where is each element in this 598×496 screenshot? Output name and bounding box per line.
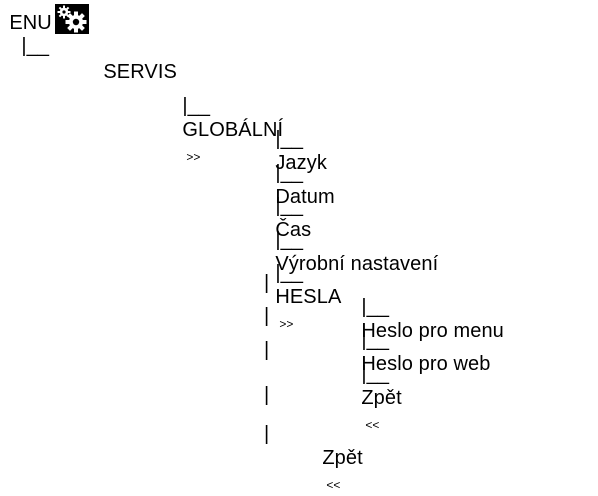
tree-pipe: | (264, 339, 270, 361)
back-arrow-icon: << (326, 478, 341, 492)
tree-connector: |__ (21, 35, 50, 57)
jazyk-label: Jazyk (275, 152, 327, 174)
tree-node-jazyk: |__ Jazyk (264, 103, 327, 175)
expand-arrow-icon: >> (279, 317, 294, 331)
tree-connector: |__ (275, 262, 304, 284)
cas-label: Čas (275, 219, 312, 241)
datum-label: Datum (275, 186, 335, 208)
tree-pipe: | (264, 423, 270, 445)
globalni-label: GLOBÁLNÍ (182, 119, 284, 141)
tree-node-hesla-zpet: |__ Zpět << (350, 338, 402, 436)
tree-node-heslo-pro-menu: |__ Heslo pro menu (350, 271, 504, 343)
tree-node-cas: |__ Čas (264, 170, 311, 242)
tree-connector: |__ (361, 329, 390, 351)
tree-root-label: ENU (0, 0, 52, 35)
tree-pipe: | (264, 305, 270, 327)
tree-connector: |__ (361, 363, 390, 385)
zpet-label: Zpět (361, 387, 402, 409)
tree-node-heslo-pro-web: |__ Heslo pro web (350, 304, 490, 376)
back-arrow-icon: << (365, 418, 380, 432)
expand-arrow-icon: >> (186, 150, 201, 164)
tree-node-vyrobni-nastaveni: |__ Výrobní nastavení (264, 204, 438, 276)
zpet-label: Zpět (322, 447, 363, 469)
tree-node-hesla: |__ HESLA >> (264, 237, 341, 335)
tree-connector: |__ (361, 296, 390, 318)
vyrobni-nastaveni-label: Výrobní nastavení (275, 253, 439, 275)
tree-node-globalni: |__ GLOBÁLNÍ >> (171, 70, 283, 168)
root-label: ENU (9, 12, 52, 34)
tree-node-datum: |__ Datum (264, 137, 335, 209)
tree-pipe: | (264, 272, 270, 294)
hesla-label: HESLA (275, 286, 342, 308)
heslo-pro-web-label: Heslo pro web (361, 353, 491, 375)
heslo-pro-menu-label: Heslo pro menu (361, 320, 504, 342)
gears-icon (55, 4, 89, 34)
tree-node-servis: SERVIS (92, 36, 177, 84)
tree-connector: |__ (182, 95, 211, 117)
tree-connector: |__ (275, 229, 304, 251)
servis-label: SERVIS (103, 61, 177, 83)
tree-connector: |__ (275, 162, 304, 184)
tree-node-zpet: Zpět << (311, 422, 363, 496)
tree-pipe: | (264, 384, 270, 406)
tree-connector: |__ (275, 128, 304, 150)
tree-connector: |__ (275, 195, 304, 217)
